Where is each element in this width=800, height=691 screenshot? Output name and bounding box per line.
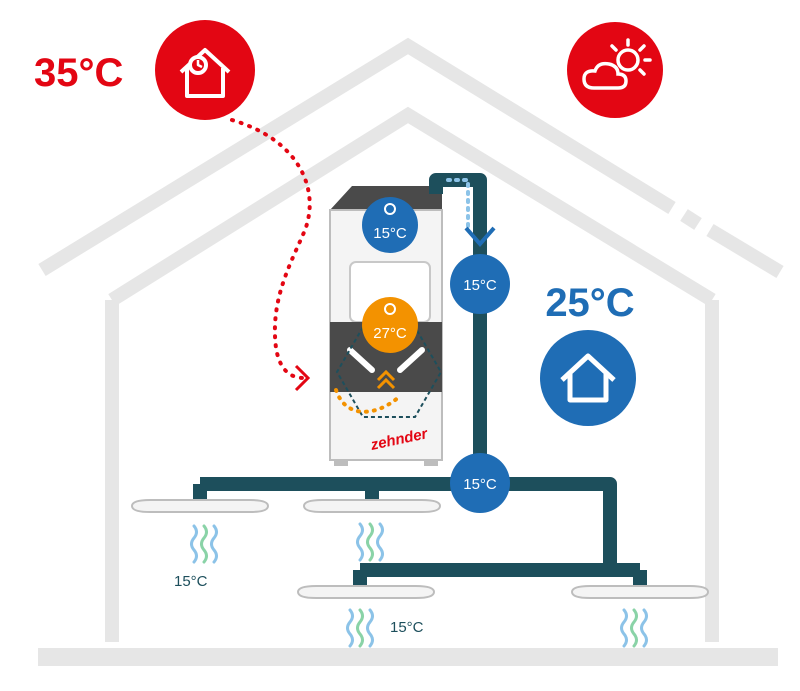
house-icon: [560, 353, 616, 403]
vent-left-temperature: 15°C: [174, 573, 208, 590]
sun-cloud-icon: [582, 38, 652, 90]
intake-airflow-path: [230, 118, 312, 380]
core-airflow-path: [334, 388, 402, 414]
vent-1: [130, 499, 270, 513]
airflow-waves: [190, 522, 648, 648]
core-chevron-2: [376, 377, 396, 390]
airflow-wave-left: [190, 524, 218, 564]
roof-outer-line: [38, 37, 676, 276]
inside-icon-circle: [540, 330, 636, 426]
roof-outer-right-segment: [706, 223, 784, 279]
duct-upper-temperature: 15°C: [463, 277, 497, 294]
weather-icon-circle: [567, 22, 663, 118]
inside-circle-bg: [540, 330, 636, 426]
house-clock-icon: [179, 48, 231, 98]
core-blade-left: [347, 347, 375, 373]
house-outline: [38, 37, 784, 642]
roof-outer-gap-segment: [680, 209, 702, 230]
clock-icon: [384, 303, 396, 315]
clock-icon: [384, 203, 396, 215]
airflow-wave-mid: [356, 522, 384, 562]
roof-inner-line: [108, 106, 716, 306]
vent-3: [296, 585, 436, 599]
intake-airflow-arrow: [294, 364, 311, 392]
inside-temperature: 25°C: [545, 281, 634, 325]
outside-temperature: 35°C: [34, 51, 123, 95]
airflow-wave-bottom-left: [346, 608, 374, 648]
unit-core-temperature: 27°C: [373, 325, 407, 342]
duct-lower-temp-badge: 15°C: [450, 453, 510, 513]
airflow-wave-bottom-right: [620, 608, 648, 648]
unit-foot-right: [424, 460, 438, 466]
unit-top-temperature: 15°C: [373, 225, 407, 242]
unit-core-temp-badge: 27°C: [362, 297, 418, 353]
vent-4: [570, 585, 710, 599]
vent-bottom-temperature: 15°C: [390, 619, 424, 636]
unit-foot-left: [334, 460, 348, 466]
outside-icon-circle: [155, 20, 255, 120]
horizontal-duct: [200, 477, 640, 577]
vent-2: [302, 499, 442, 513]
duct-airflow-arrow: [464, 226, 496, 248]
unit-top-temp-badge: 15°C: [362, 197, 418, 253]
core-blade-right: [397, 347, 425, 373]
core-chevron-1: [376, 369, 396, 382]
duct-lower-temperature: 15°C: [463, 476, 497, 493]
duct-upper-temp-badge: 15°C: [450, 254, 510, 314]
floor: [38, 648, 778, 666]
duct-airflow-dots: [446, 178, 470, 228]
ceiling-vents: [130, 499, 710, 599]
